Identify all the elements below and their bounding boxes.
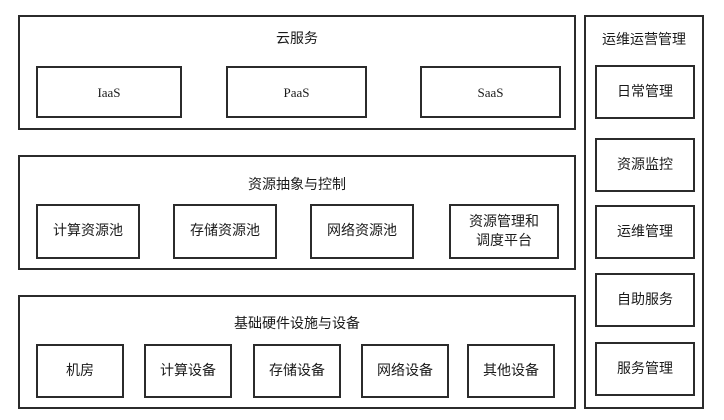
compute-pool-box: 计算资源池 [36,204,140,259]
resource-abstraction-title: 资源抽象与控制 [248,177,346,193]
ops-management-box: 运维管理 [595,205,695,259]
infrastructure-title: 基础硬件设施与设备 [234,316,360,332]
network-device-box: 网络设备 [361,344,449,398]
iaas-box: IaaS [36,66,182,118]
cloud-services-title: 云服务 [276,31,318,47]
daily-management-box: 日常管理 [595,65,695,119]
other-device-box: 其他设备 [467,344,555,398]
scheduling-platform-box: 资源管理和 调度平台 [449,204,559,259]
service-management-box: 服务管理 [595,342,695,396]
saas-box: SaaS [420,66,561,118]
operations-title: 运维运营管理 [602,32,686,48]
self-service-box: 自助服务 [595,273,695,327]
compute-device-box: 计算设备 [144,344,232,398]
paas-box: PaaS [226,66,367,118]
storage-device-box: 存储设备 [253,344,341,398]
network-pool-box: 网络资源池 [310,204,414,259]
storage-pool-box: 存储资源池 [173,204,277,259]
machine-room-box: 机房 [36,344,124,398]
resource-monitoring-box: 资源监控 [595,138,695,192]
